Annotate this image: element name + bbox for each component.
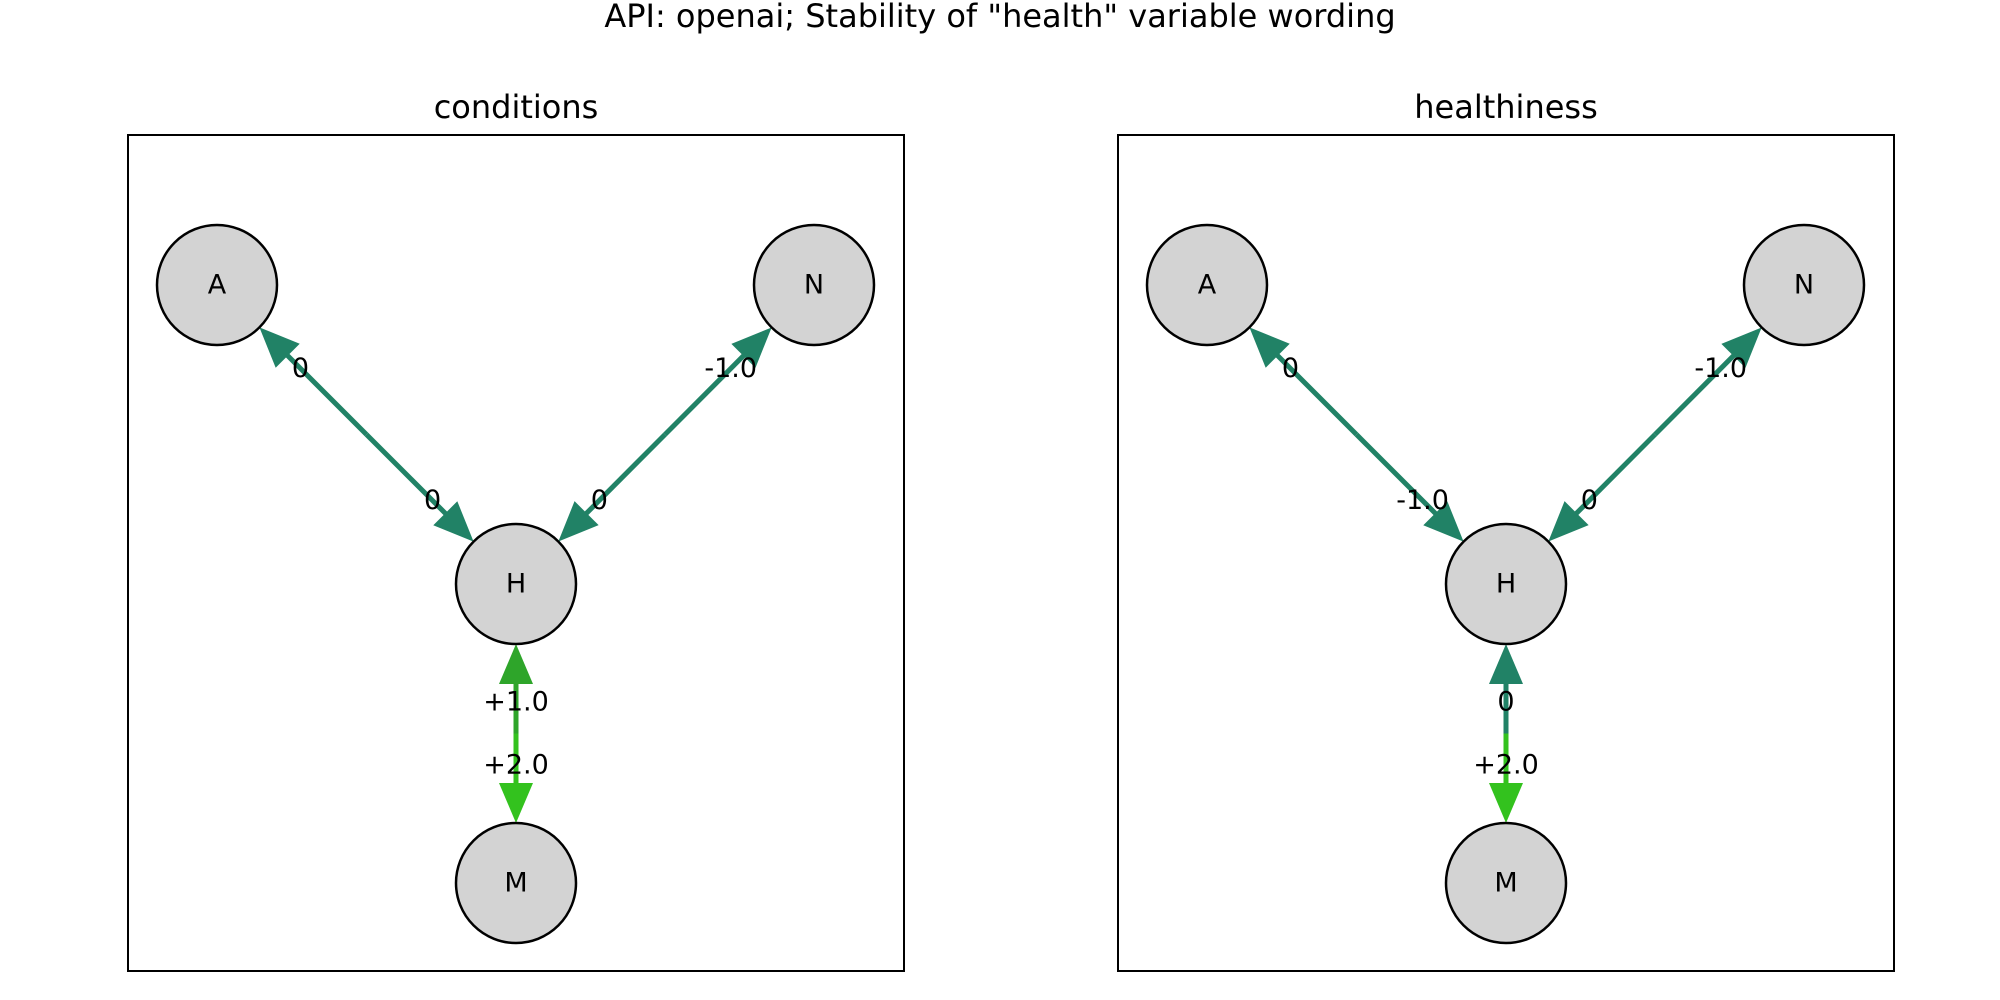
edge-label-H-end: 0 [424,485,441,516]
edge-half-H [364,432,455,523]
panel-frame [127,134,905,972]
node-circle [752,223,876,347]
arrowhead-M [499,783,533,823]
node-circle [1444,821,1568,945]
edge-label-M-end: +2.0 [1473,750,1539,781]
edge-label-A-end: 0 [292,353,309,384]
node-N: N [1742,223,1866,347]
node-label: A [208,270,227,301]
edge-label-H-end: 0 [1581,485,1598,516]
node-label: H [506,569,526,600]
edge-half-A [278,346,369,437]
edge-label-H-end: +1.0 [483,687,549,718]
figure-title: API: openai; Stability of "health" varia… [604,0,1396,35]
edge-N-H: -1.0 0 [1548,327,1762,542]
arrowhead-A [1249,327,1290,368]
node-A: A [1145,223,1269,347]
arrowhead-M [1489,783,1523,823]
node-H: H [1444,522,1568,646]
edge-half-H [1354,432,1445,523]
node-A: A [155,223,279,347]
panel-title-conditions: conditions [433,88,599,126]
edge-label-H-end: -1.0 [1396,485,1449,516]
edge-A-H: 00 [259,327,474,542]
node-N: N [752,223,876,347]
node-M: M [1444,821,1568,945]
edge-A-H: 0 -1.0 [1249,327,1464,542]
node-label: A [1198,270,1217,301]
edge-label-N-end: -1.0 [1694,353,1747,384]
node-label: N [1794,270,1814,301]
edge-H-M: 0 +2.0 [1473,644,1539,823]
arrowhead-H [499,644,533,684]
node-circle [155,223,279,347]
edge-label-A-end: 0 [1282,353,1299,384]
edge-label-N-end: -1.0 [704,353,757,384]
arrowhead-N [731,327,772,368]
panel-frame [1117,134,1895,972]
arrowhead-H [1423,501,1464,542]
node-H: H [454,522,578,646]
arrowhead-H [433,501,474,542]
edge-half-H [1567,432,1657,523]
node-label: N [804,270,824,301]
edge-N-H: -1.0 0 [558,327,772,542]
edge-half-H [577,432,667,523]
node-label: M [1494,868,1517,899]
arrowhead-N [1721,327,1762,368]
node-circle [1742,223,1866,347]
edge-half-N [663,346,753,437]
node-label: M [504,868,527,899]
node-circle [454,821,578,945]
node-label: H [1496,569,1516,600]
edge-half-A [1268,346,1359,437]
node-circle [454,522,578,646]
node-M: M [454,821,578,945]
node-circle [1444,522,1568,646]
arrowhead-A [259,327,300,368]
edge-half-N [1653,346,1743,437]
edge-label-H-end: 0 [1497,687,1514,718]
edge-label-H-end: 0 [591,485,608,516]
edge-H-M: +1.0 +2.0 [483,644,549,823]
panel-healthiness: 0 -1.0 -1.0 0 0 +2.0 A N H M [1117,134,1895,972]
panel-title-healthiness: healthiness [1414,88,1598,126]
arrowhead-H [558,501,599,542]
node-circle [1145,223,1269,347]
arrowhead-H [1548,501,1589,542]
edge-label-M-end: +2.0 [483,750,549,781]
arrowhead-H [1489,644,1523,684]
